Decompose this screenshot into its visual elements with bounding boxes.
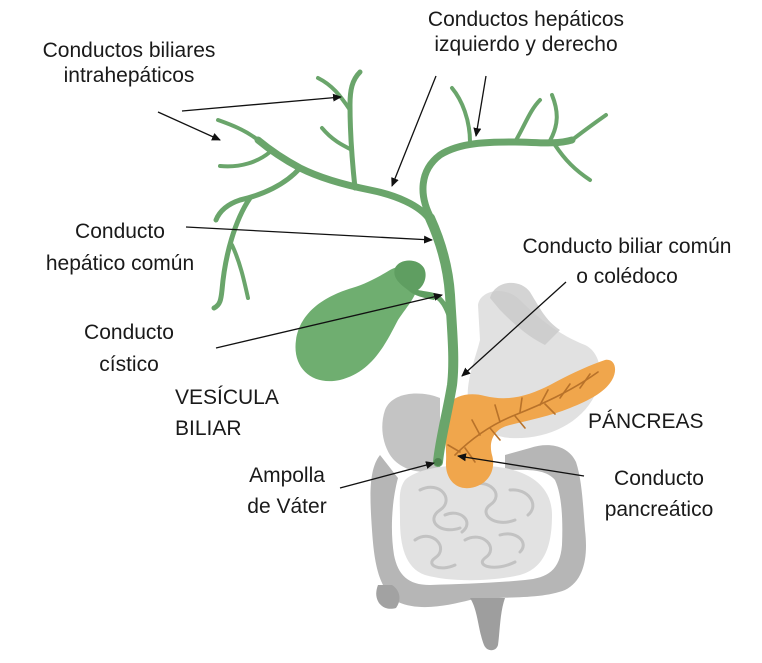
gallbladder-organ <box>295 261 438 382</box>
label-cystic-line1: Conducto <box>64 320 194 345</box>
right-hepatic-branch <box>423 140 572 220</box>
left-upper-twig-b <box>322 128 352 150</box>
right-far-branch-b <box>555 145 590 180</box>
label-ampulla-line1: Ampolla <box>232 463 342 488</box>
label-intrahepatic-ducts: Conductos biliares intrahepáticos <box>18 38 240 88</box>
gallbladder-body <box>295 266 418 381</box>
label-common-hepatic-line2: hepático común <box>40 251 200 276</box>
right-far-branch-c <box>548 95 557 144</box>
label-pancreatic-duct: Conducto pancreático <box>584 466 734 522</box>
label-gallbladder-line1: VESÍCULA <box>175 385 315 410</box>
left-upper-branch <box>350 72 360 188</box>
pointer-intrahepatic-a <box>182 97 341 111</box>
right-far-branch <box>572 115 606 140</box>
label-pancreas: PÁNCREAS <box>588 409 704 434</box>
label-pancreatic-line1: Conducto <box>584 466 734 491</box>
left-upper-twig-a <box>318 78 350 110</box>
rectum <box>470 598 505 650</box>
label-gallbladder-line2: BILIAR <box>175 416 315 441</box>
ampulla-dot <box>434 458 442 466</box>
left-far-twig-b <box>220 152 270 166</box>
label-common-hepatic-line1: Conducto <box>40 219 200 244</box>
label-hepatic-line1: Conductos hepáticos <box>400 7 652 32</box>
label-cystic-line2: cístico <box>64 352 194 377</box>
label-common-bile-duct: Conducto biliar común o colédoco <box>502 234 752 289</box>
right-up-branch-b <box>515 100 540 142</box>
label-common-hepatic-duct: Conducto hepático común <box>40 219 200 276</box>
label-intrahepatic-line2: intrahepáticos <box>18 63 240 88</box>
pointer-intrahepatic-b <box>158 112 220 140</box>
label-common-bile-line1: Conducto biliar común <box>502 234 752 259</box>
label-pancreatic-line2: pancreático <box>584 497 734 522</box>
pointer-common-hepatic <box>186 227 432 240</box>
label-intrahepatic-line1: Conductos biliares <box>18 38 240 63</box>
right-up-branch <box>452 88 470 142</box>
label-ampulla-line2: de Váter <box>232 494 342 519</box>
left-drop-twig <box>232 245 248 298</box>
pointer-hepatic-right <box>476 76 486 136</box>
label-common-bile-line2: o colédoco <box>502 264 752 289</box>
label-gallbladder: VESÍCULA BILIAR <box>175 385 315 441</box>
cecum <box>376 585 399 609</box>
label-hepatic-ducts: Conductos hepáticos izquierdo y derecho <box>400 7 652 57</box>
left-far-twig <box>218 120 258 140</box>
label-hepatic-line2: izquierdo y derecho <box>400 32 652 57</box>
label-ampulla: Ampolla de Váter <box>232 463 342 519</box>
left-lower-branch <box>216 168 300 220</box>
label-cystic-duct: Conducto cístico <box>64 320 194 377</box>
duodenum-shape <box>382 394 440 472</box>
